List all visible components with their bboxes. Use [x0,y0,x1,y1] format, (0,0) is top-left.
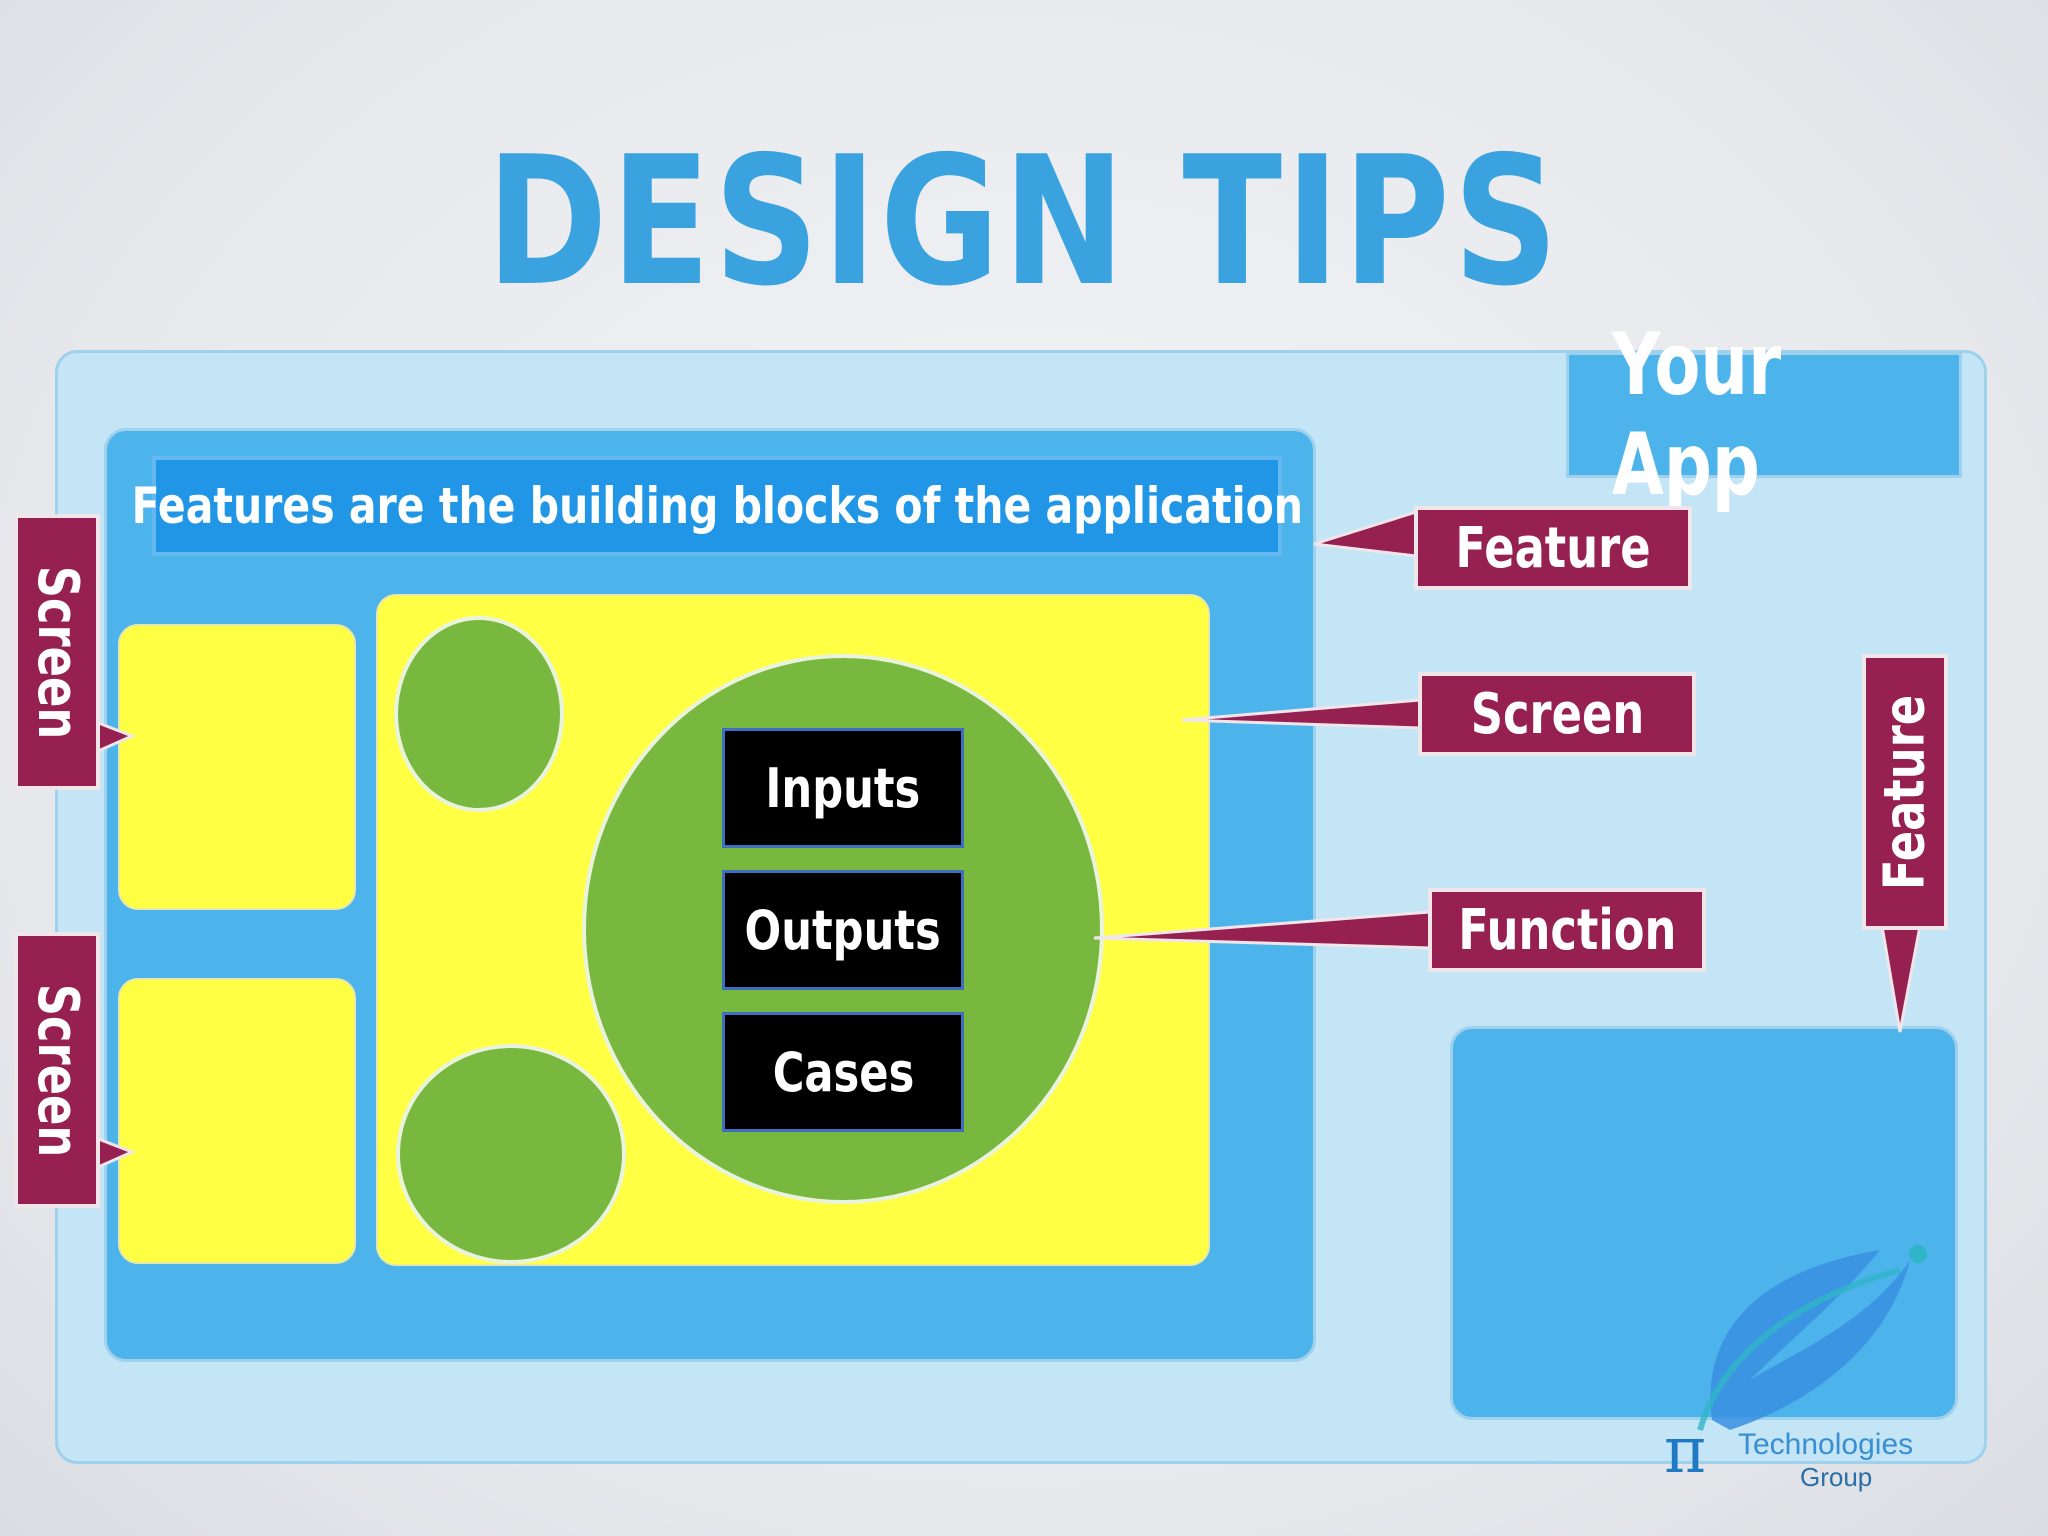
logo-text-line1: Technologies [1738,1428,1914,1461]
right-feature-callout: Feature [1862,654,1948,930]
outputs-box: Outputs [722,870,964,990]
feature-banner: Features are the building blocks of the … [131,456,1303,556]
left-screen-callout-top: Screen [14,514,100,790]
outputs-label: Outputs [744,898,942,962]
screen-small-top [118,624,356,910]
logo-text-line2: Group [1800,1462,1873,1492]
function-circle-small-bottom [396,1044,626,1264]
function-circle-small-top [394,616,564,812]
feature-callout-label: Feature [1455,515,1651,581]
feature-callout: Feature [1414,506,1692,590]
left-screen-callout-bottom: Screen [14,932,100,1208]
inputs-box: Inputs [722,728,964,848]
function-callout-label: Function [1457,897,1677,963]
feature-rect-right [1450,1026,1958,1420]
cases-box: Cases [722,1012,964,1132]
screen-callout: Screen [1418,672,1696,756]
feature-banner-text: Features are the building blocks of the … [131,477,1303,535]
screen-callout-label: Screen [1470,681,1644,747]
inputs-label: Inputs [765,756,921,820]
function-callout: Function [1428,888,1706,972]
screen-small-bottom [118,978,356,1264]
app-label: Your App [1566,315,1962,515]
cases-label: Cases [772,1040,914,1104]
logo-pi-icon: π [1664,1414,1707,1488]
slide-title: DESIGN TIPS [486,118,1562,325]
app-label-text: Your App [1611,315,1782,515]
